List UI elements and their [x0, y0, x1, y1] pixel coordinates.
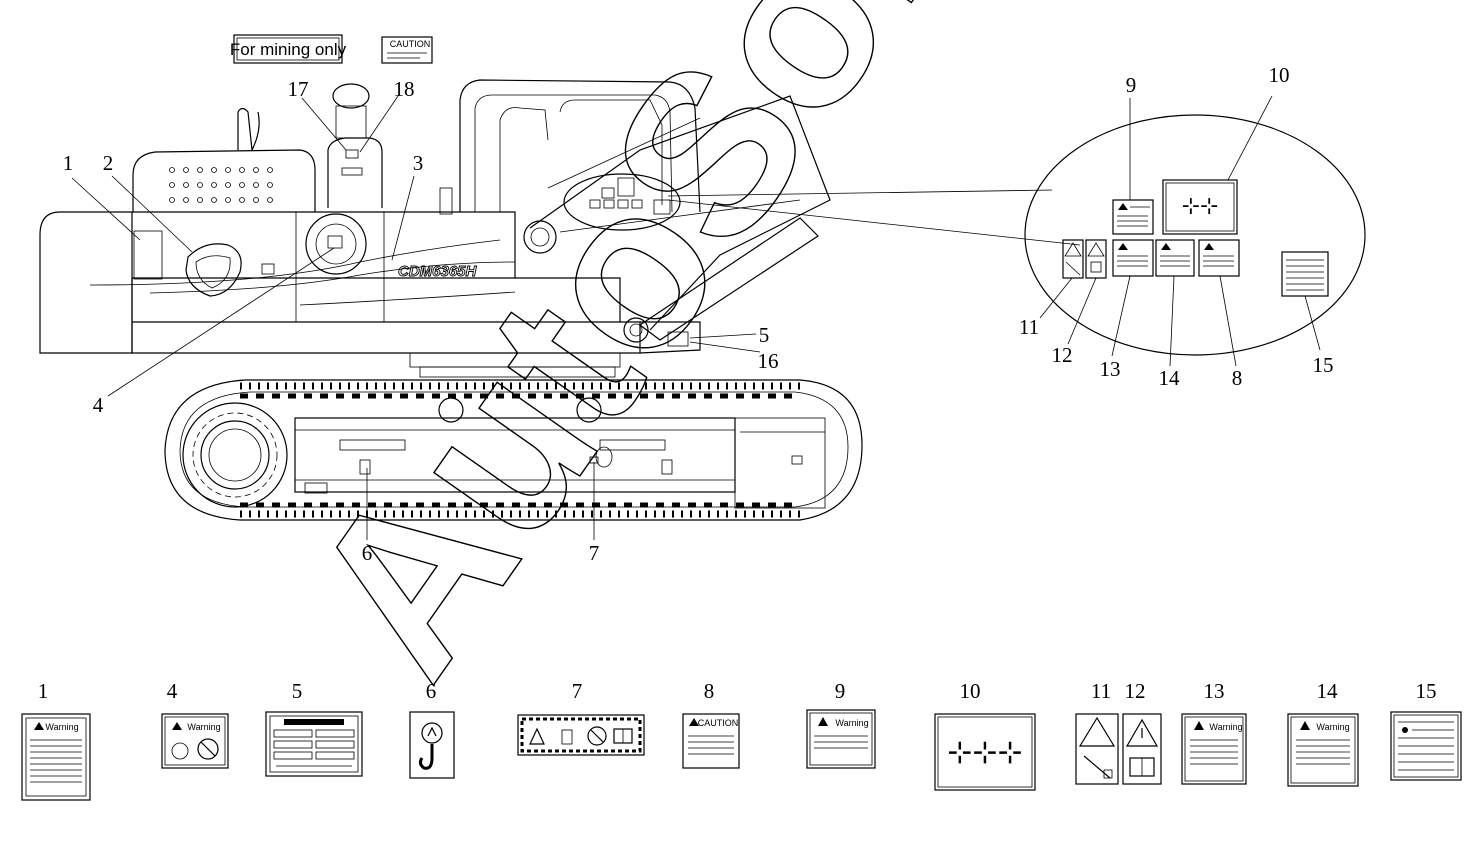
detail-sticker-11	[1062, 239, 1084, 279]
excavator-upper-structure	[39, 79, 831, 378]
drive-sprocket	[182, 402, 288, 508]
legend-number-4: 4	[167, 679, 178, 703]
mining-tag-label: For mining only	[230, 40, 347, 59]
callout-15: 15	[1313, 353, 1334, 377]
legend-number-9: 9	[835, 679, 846, 703]
decal-legend: 1 4 5 6 7 8 9 10 11 12 13 14 15 Warning …	[21, 679, 1462, 801]
callout-4: 4	[93, 393, 104, 417]
legend-decal-1: Warning	[21, 713, 91, 801]
callout-7: 7	[589, 541, 600, 565]
legend-number-10: 10	[960, 679, 981, 703]
warning-triangle-icon	[1078, 716, 1116, 747]
legend-decal-13-title: Warning	[1209, 722, 1242, 732]
warning-triangle-icon	[34, 722, 44, 730]
callout-8: 8	[1232, 366, 1243, 390]
callout-3: 3	[413, 151, 424, 175]
legend-decal-14-title: Warning	[1316, 722, 1349, 732]
model-name-decal: CDM6365H	[398, 263, 478, 280]
legend-decal-10: ⊹⊹⊹	[934, 713, 1036, 791]
detail-sticker-10: ⊹⊹	[1162, 179, 1238, 235]
legend-decal-14: Warning	[1287, 713, 1359, 787]
legend-decal-11	[1075, 713, 1119, 785]
warning-triangle-icon	[1194, 721, 1204, 730]
detail-sticker-14	[1155, 239, 1195, 277]
legend-number-5: 5	[292, 679, 303, 703]
callout-12: 12	[1052, 343, 1073, 367]
mining-tag: For mining only	[230, 34, 347, 64]
detail-sticker-15	[1281, 251, 1329, 297]
legend-number-12: 12	[1125, 679, 1146, 703]
legend-number-7: 7	[572, 679, 583, 703]
callout-11: 11	[1019, 315, 1039, 339]
warning-triangle-icon	[1300, 721, 1310, 730]
legend-number-11: 11	[1091, 679, 1111, 703]
legend-decal-4: Warning	[161, 713, 229, 769]
warning-triangle-icon	[818, 717, 828, 726]
warning-triangle-icon	[689, 718, 699, 726]
legend-decal-12	[1122, 713, 1162, 785]
detail-sticker-8	[1198, 239, 1240, 277]
no-entry-icon	[197, 738, 219, 760]
control-pattern-icon: ⊹⊹	[1182, 193, 1219, 218]
legend-decal-8-title: CAUTION	[698, 718, 739, 728]
callout-16: 16	[758, 349, 779, 373]
callout-5: 5	[759, 323, 770, 347]
brand-shield-logo	[185, 243, 242, 297]
callout-17: 17	[288, 77, 309, 101]
detail-ellipse	[667, 114, 1366, 356]
legend-decal-4-title: Warning	[187, 722, 220, 732]
legend-number-6: 6	[426, 679, 437, 703]
callout-6: 6	[362, 541, 373, 565]
legend-number-15: 15	[1416, 679, 1437, 703]
warning-triangle-icon	[1125, 718, 1159, 747]
legend-number-14: 14	[1317, 679, 1339, 703]
lifting-hook-icon	[427, 726, 437, 737]
legend-number-13: 13	[1204, 679, 1225, 703]
callout-9: 9	[1126, 73, 1137, 97]
leader-lines	[71, 95, 1321, 540]
warning-triangle-icon	[529, 727, 545, 745]
legend-number-8: 8	[704, 679, 715, 703]
legend-decal-15	[1390, 711, 1462, 781]
legend-decal-8: CAUTION	[682, 713, 740, 769]
boom-decal-area	[563, 173, 681, 231]
callout-2: 2	[103, 151, 114, 175]
detail-sticker-13	[1112, 239, 1154, 277]
legend-decal-13: Warning	[1181, 713, 1247, 785]
no-entry-icon	[587, 726, 607, 746]
callout-14: 14	[1159, 366, 1181, 390]
legend-decal-6	[409, 711, 455, 779]
undercarriage	[164, 379, 863, 521]
legend-decal-5	[265, 711, 363, 777]
hood-grille	[169, 167, 273, 203]
legend-decal-9: Warning	[806, 709, 876, 769]
callout-1: 1	[63, 151, 74, 175]
callout-10: 10	[1269, 63, 1290, 87]
caution-tag: CAUTION	[381, 36, 433, 64]
callout-18: 18	[394, 77, 415, 101]
legend-decal-7	[517, 714, 645, 756]
legend-decal-1-title: Warning	[45, 722, 78, 732]
caution-tag-label: CAUTION	[390, 39, 431, 49]
legend-decal-9-title: Warning	[835, 718, 868, 728]
callout-13: 13	[1100, 357, 1121, 381]
watermark: AutoSoft	[260, 0, 1027, 718]
legend-number-1: 1	[38, 679, 49, 703]
detail-sticker-12	[1085, 239, 1107, 279]
detail-sticker-9	[1112, 199, 1154, 235]
control-pattern-icon: ⊹⊹⊹	[947, 736, 1022, 769]
warning-triangle-icon	[172, 722, 182, 730]
